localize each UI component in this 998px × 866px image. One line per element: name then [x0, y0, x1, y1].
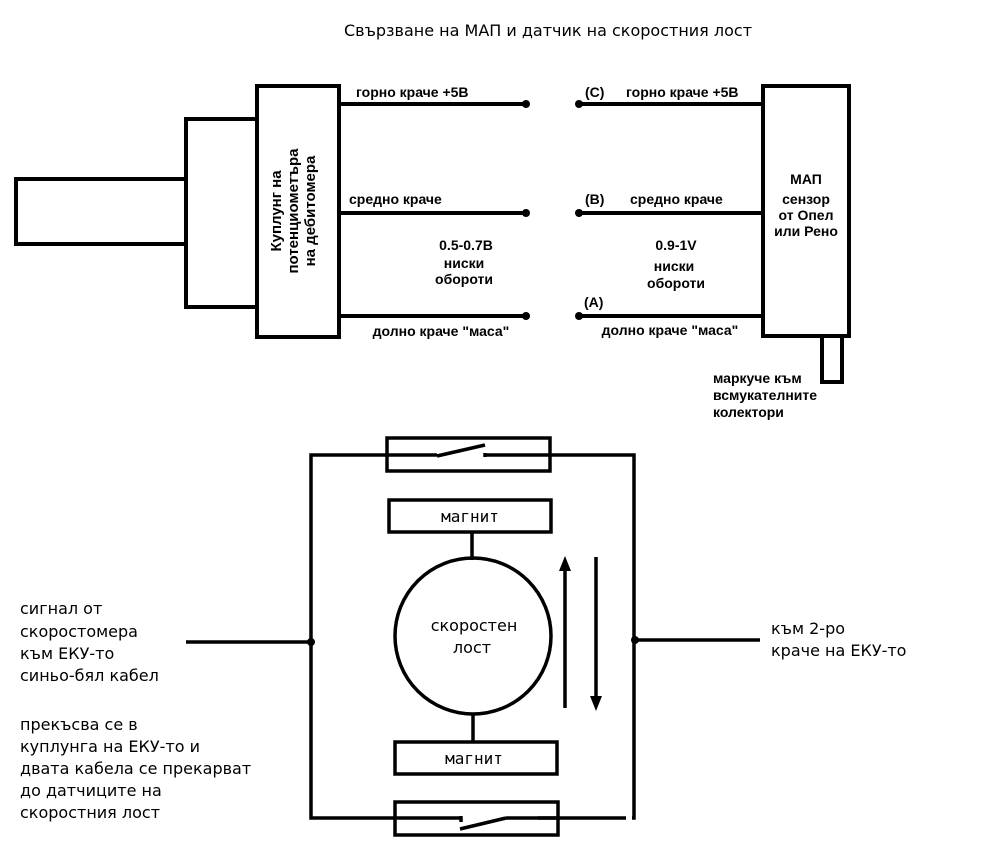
signal-source-note: сигнал от скоростомера към ЕКУ-то синьо-… [20, 599, 159, 685]
left-wire-bottom: долно краче "маса" [339, 312, 530, 339]
right-wire-bottom: (A) долно краче "маса" [575, 294, 763, 338]
right-wire-middle: (B) средно краче [575, 191, 763, 217]
magnet-top-box [387, 498, 553, 534]
map-sensor-line-1: сензор [782, 191, 830, 207]
map-sensor-line-2: от Опел [779, 207, 834, 223]
ecu-note-line-1: към 2-ро [771, 619, 845, 638]
hose-note: маркуче към всмукателните колектори [713, 370, 817, 420]
left-voltage-note: 0.5-0.7В ниски обороти [435, 237, 493, 287]
map-sensor-title: МАП [790, 171, 822, 187]
circuit-wire-left [309, 453, 395, 820]
routing-note-line-5: скоростния лост [20, 803, 160, 822]
left-wire-top-label: горно краче +5В [356, 84, 469, 100]
pin-label-b: (B) [585, 191, 604, 207]
gear-lever-circle [393, 556, 553, 716]
terminal-dot [575, 209, 583, 217]
map-sensor-line-3: или Рено [774, 223, 838, 239]
connector-label-line-1: Куплунг на [268, 170, 285, 252]
terminal-dot [522, 100, 530, 108]
pin-label-c: (C) [585, 84, 604, 100]
reed-switch-bottom-contact [459, 816, 507, 831]
left-voltage-line-3: обороти [435, 271, 493, 287]
terminal-dot [575, 100, 583, 108]
signal-note-line-2: скоростомера [20, 622, 138, 641]
signal-note-line-4: синьо-бял кабел [20, 666, 159, 685]
flowmeter-connector-assembly: Куплунг на потенциометъра на дебитомера [14, 84, 341, 339]
left-wire-bottom-label: долно краче "маса" [373, 323, 510, 339]
right-voltage-line-3: обороти [647, 275, 705, 291]
right-voltage-note: 0.9-1V ниски обороти [647, 237, 705, 291]
magnet-bottom-label: магнит [445, 749, 503, 768]
connector-label-line-3: на дебитомера [302, 155, 319, 266]
left-voltage-line-2: ниски [444, 255, 484, 271]
signal-note-line-3: към ЕКУ-то [20, 644, 114, 663]
left-wire-middle: средно краче [339, 191, 530, 217]
connector-shaft [14, 177, 188, 246]
arrow-up-icon [559, 556, 571, 708]
hose-note-line-1: маркуче към [713, 370, 802, 386]
connector-flange [184, 117, 259, 309]
terminal-dot [522, 312, 530, 320]
hose-note-line-2: всмукателните [713, 387, 817, 403]
left-wire-top: горно краче +5В [339, 84, 530, 108]
flowmeter-connector-label: Куплунг на потенциометъра на дебитомера [268, 148, 319, 274]
routing-note-line-4: до датчиците на [20, 781, 162, 800]
pin-label-a: (A) [584, 294, 603, 310]
vacuum-hose-nipple [820, 336, 844, 384]
gear-lever-label-line-2: лост [453, 638, 491, 657]
right-voltage-value: 0.9-1V [655, 237, 697, 253]
gear-lever-label-line-1: скоростен [431, 616, 518, 635]
reed-switch-top-contact [436, 443, 486, 458]
ecu-pin-note: към 2-ро краче на ЕКУ-то [771, 619, 906, 660]
connector-label-line-2: потенциометъра [285, 148, 302, 274]
ecu-note-line-2: краче на ЕКУ-то [771, 641, 906, 660]
reed-switch-top [385, 436, 552, 473]
left-voltage-value: 0.5-0.7В [439, 237, 493, 253]
terminal-dot [575, 312, 583, 320]
right-wire-middle-label: средно краче [630, 191, 723, 207]
arrow-down-icon [590, 557, 602, 711]
gear-lever-assembly: магнит скоростен лост магнит [387, 498, 602, 776]
left-wire-middle-label: средно краче [349, 191, 442, 207]
flowmeter-connector-box [255, 84, 341, 339]
right-wire-bottom-label: долно краче "маса" [602, 322, 739, 338]
map-sensor: МАП сензор от Опел или Рено [761, 84, 851, 384]
right-wire-top-label: горно краче +5В [626, 84, 739, 100]
hose-note-line-3: колектори [713, 404, 784, 420]
magnet-top-label: магнит [441, 507, 499, 526]
circuit-wire-right [485, 453, 636, 820]
reed-switch-circuit [186, 436, 760, 837]
terminal-dot [522, 209, 530, 217]
right-voltage-line-2: ниски [654, 258, 694, 274]
routing-note-line-3: двата кабела се прекарват [20, 759, 251, 778]
signal-note-line-1: сигнал от [20, 599, 102, 618]
right-wire-top: (C) горно краче +5В [575, 84, 763, 108]
diagram-title: Свързване на МАП и датчик на скоростния … [344, 21, 752, 40]
cable-routing-note: прекъсва се в куплунга на ЕКУ-то и двата… [20, 715, 251, 822]
routing-note-line-2: куплунга на ЕКУ-то и [20, 737, 200, 756]
routing-note-line-1: прекъсва се в [20, 715, 138, 734]
map-sensor-box [761, 84, 851, 338]
magnet-bottom-box [393, 740, 559, 776]
